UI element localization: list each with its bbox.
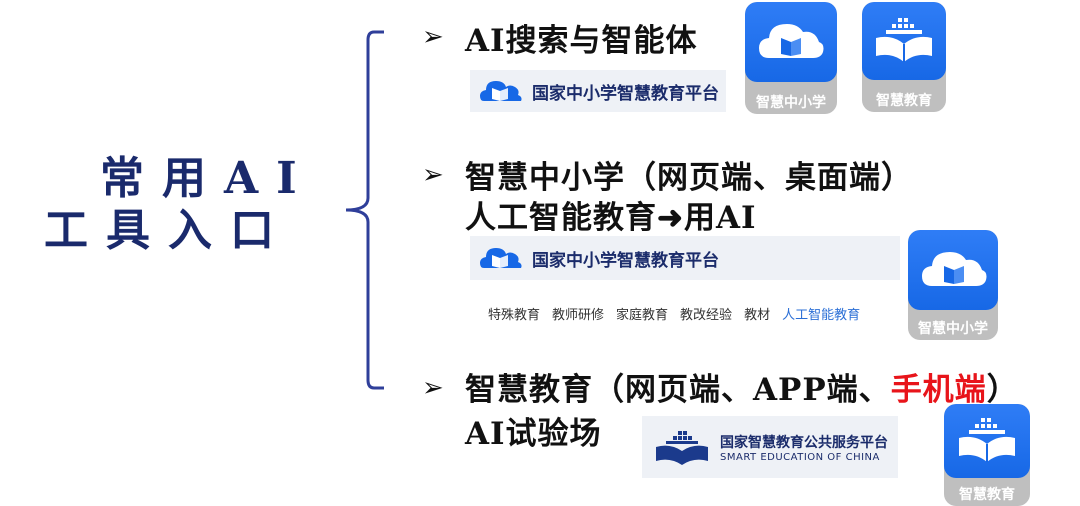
zxx-banner-1-text: 国家中小学智慧教育平台: [532, 83, 719, 104]
nav-item-textbook[interactable]: 教材: [744, 307, 771, 323]
zxx-banner-2: 国家中小学智慧教育平台: [470, 236, 900, 280]
bullet-1: ➢: [422, 22, 444, 52]
nav-item-family[interactable]: 家庭教育: [616, 307, 669, 323]
item-3-text-a: 智慧教育（网页端、APP端、: [465, 372, 891, 408]
item-3-text-red: 手机端: [890, 372, 987, 408]
item-3-text-b: ）: [986, 372, 1019, 408]
smart-app-1-label: 智慧教育: [876, 93, 932, 109]
smart-banner-cn: 国家智慧教育公共服务平台: [720, 434, 888, 451]
zxx-app-1-label: 智慧中小学: [756, 95, 826, 111]
title-line-2: 工具入口: [44, 205, 292, 256]
smart-banner-en: SMART EDUCATION OF CHINA: [720, 451, 880, 463]
item-3-line-2: AI试验场: [465, 416, 602, 452]
nav-item-reform[interactable]: 教改经验: [680, 307, 733, 323]
item-2-line-2: 人工智能教育➜用AI: [465, 200, 757, 236]
title-line-1: 常用AI: [100, 153, 315, 204]
bullet-3: ➢: [422, 373, 444, 403]
zxx-app-tile-1[interactable]: 智慧中小学: [745, 2, 837, 114]
smart-banner: 国家智慧教育公共服务平台 SMART EDUCATION OF CHINA: [642, 416, 898, 478]
nav-item-special[interactable]: 特殊教育: [488, 307, 541, 323]
item-3-line-1: 智慧教育（网页端、APP端、手机端）: [465, 364, 1019, 409]
smart-app-2-label: 智慧教育: [959, 487, 1015, 503]
curly-bracket: [345, 30, 384, 390]
open-book-icon: [959, 418, 1015, 462]
bullet-2: ➢: [422, 160, 444, 190]
zxx-banner-1: 国家中小学智慧教育平台: [470, 70, 726, 112]
cloud-book-icon: [922, 252, 987, 286]
smart-logo-icon: [656, 431, 708, 465]
zxx-app-tile-2[interactable]: 智慧中小学: [908, 230, 998, 340]
open-book-icon: [876, 18, 932, 62]
smart-app-tile-1[interactable]: 智慧教育: [862, 2, 946, 112]
zxx-logo-icon: [480, 81, 522, 101]
item-1-text: AI搜索与智能体: [465, 23, 698, 59]
nav-item-ai-education[interactable]: 人工智能教育: [782, 307, 861, 323]
item-2-line-1: 智慧中小学（网页端、桌面端）: [465, 160, 913, 196]
platform-nav: 特殊教育 教师研修 家庭教育 教改经验 教材 人工智能教育: [470, 290, 900, 336]
zxx-app-2-label: 智慧中小学: [918, 321, 988, 337]
zxx-banner-2-text: 国家中小学智慧教育平台: [532, 250, 719, 271]
nav-item-teacher-training[interactable]: 教师研修: [552, 307, 605, 323]
zxx-logo-icon: [480, 248, 522, 268]
cloud-book-icon: [759, 24, 824, 58]
smart-app-tile-2[interactable]: 智慧教育: [944, 404, 1030, 506]
